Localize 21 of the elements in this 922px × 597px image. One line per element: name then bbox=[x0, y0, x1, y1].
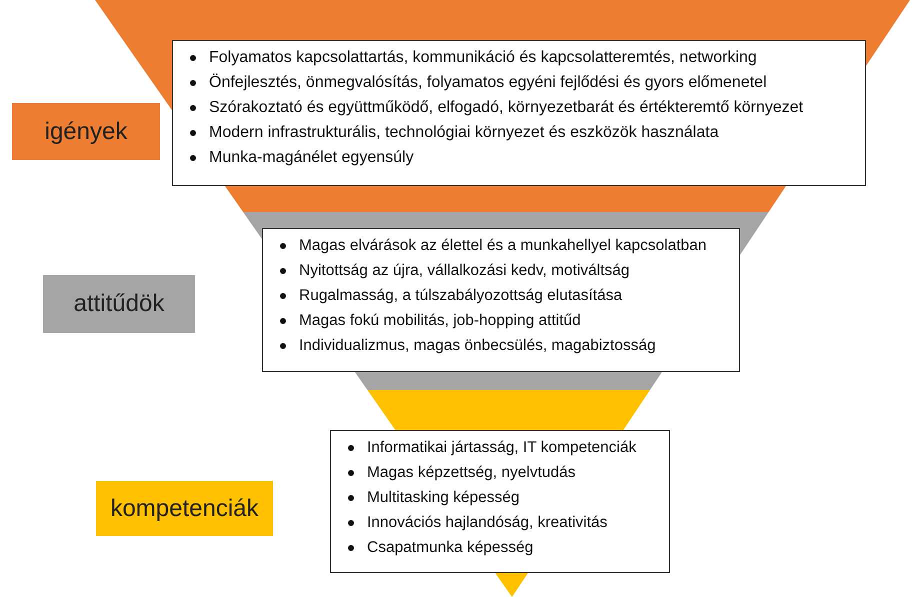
list-item-text: Rugalmasság, a túlszabályozottság elutasítása bbox=[299, 287, 622, 304]
list-item-text: Magas képzettség, nyelvtudás bbox=[367, 464, 576, 481]
list-box bbox=[330, 430, 670, 573]
list-item-text: Nyitottság az újra, vállalkozási kedv, motiváltság bbox=[299, 262, 630, 279]
list-item-text: Csapatmunka képesség bbox=[367, 539, 534, 556]
list-item-text: Szórakoztató és együttműködő, elfogadó, környezetbarát és értékteremtő környezet bbox=[209, 99, 804, 116]
list-box bbox=[262, 228, 740, 372]
list-item-text: Individualizmus, magas önbecsülés, magabiztosság bbox=[299, 337, 656, 354]
list-item-text: Innovációs hajlandóság, kreativitás bbox=[367, 514, 608, 531]
list-item-text: Folyamatos kapcsolattartás, kommunikáció és kapcsolatteremtés, networking bbox=[209, 49, 757, 66]
list-item-text: Informatikai jártasság, IT kompetenciák bbox=[367, 439, 636, 456]
list-item-text: Önfejlesztés, önmegvalósítás, folyamatos egyéni fejlődési és gyors előmenetel bbox=[209, 74, 767, 91]
list-box bbox=[172, 40, 866, 186]
list-item-text: Magas elvárások az élettel és a munkahellyel kapcsolatban bbox=[299, 237, 707, 254]
category-label: igények bbox=[12, 103, 160, 160]
list-item-text: Multitasking képesség bbox=[367, 489, 520, 506]
category-label: attitűdök bbox=[43, 275, 195, 333]
list-item-text: Munka-magánélet egyensúly bbox=[209, 149, 414, 166]
list-item-text: Modern infrastrukturális, technológiai környezet és eszközök használata bbox=[209, 124, 719, 141]
list-item-text: Magas fokú mobilitás, job-hopping attitűd bbox=[299, 312, 581, 329]
category-label: kompetenciák bbox=[96, 481, 273, 536]
